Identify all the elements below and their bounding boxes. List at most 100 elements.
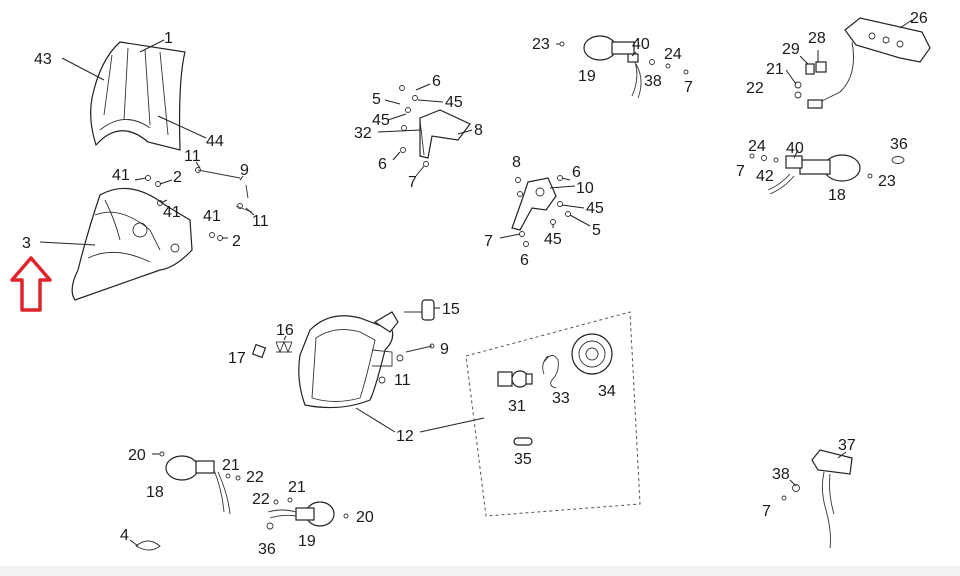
leader-1 — [139, 39, 165, 53]
callout-8: 8 — [474, 122, 483, 139]
callout-31: 31 — [508, 398, 526, 415]
callout-5: 5 — [372, 91, 381, 108]
callout-12: 12 — [396, 428, 414, 445]
callout-21: 21 — [222, 457, 240, 474]
callout-38: 38 — [772, 466, 790, 483]
callout-20: 20 — [356, 509, 374, 526]
clip-33-part — [542, 355, 559, 389]
leader-11b — [245, 207, 255, 216]
callout-7: 7 — [684, 79, 693, 96]
leader-16 — [283, 335, 287, 341]
leader-41a — [134, 177, 147, 181]
callout-10: 10 — [576, 180, 594, 197]
leader-41b — [160, 199, 168, 204]
callout-45: 45 — [372, 112, 390, 129]
leader-5b — [569, 214, 591, 227]
callout-36: 36 — [890, 136, 908, 153]
callout-4: 4 — [120, 527, 129, 544]
callout-29: 29 — [782, 41, 800, 58]
callout-22: 22 — [746, 80, 764, 97]
callout-8: 8 — [512, 154, 521, 171]
callout-40: 40 — [786, 140, 804, 157]
callout-19: 19 — [298, 533, 316, 550]
callout-24: 24 — [748, 138, 766, 155]
leader-11a — [195, 161, 201, 169]
callout-11: 11 — [184, 148, 201, 165]
callout-7: 7 — [484, 233, 493, 250]
callout-2: 2 — [173, 169, 182, 186]
bottom-strip — [0, 566, 960, 576]
callout-33: 33 — [552, 390, 570, 407]
leader-12-a — [355, 407, 396, 433]
leader-4 — [129, 539, 139, 547]
cap-34-part — [571, 333, 613, 375]
leader-40b — [793, 149, 799, 159]
fairing-bolts — [145, 175, 223, 241]
callout-11: 11 — [252, 213, 269, 230]
spring-16-part — [275, 340, 293, 354]
leader-6c — [561, 177, 571, 181]
leader-2a — [159, 179, 173, 185]
callout-40: 40 — [632, 36, 650, 53]
leader-43 — [61, 57, 105, 81]
indicator-19-bottom-part — [266, 497, 349, 530]
bulb-kit-box — [465, 311, 641, 517]
callout-labels: 43 1 44 41 2 41 11 9 11 41 2 3 6 5 45 45… — [22, 10, 928, 558]
callout-41: 41 — [112, 167, 130, 184]
callout-7: 7 — [408, 174, 417, 191]
callout-5: 5 — [592, 222, 601, 239]
callout-18: 18 — [146, 484, 164, 501]
callout-6: 6 — [520, 252, 529, 269]
callout-38: 38 — [644, 73, 662, 90]
callout-1: 1 — [164, 30, 173, 47]
windscreen-part — [90, 41, 186, 151]
leader-3 — [39, 241, 96, 246]
callout-22: 22 — [252, 491, 270, 508]
callout-18: 18 — [828, 187, 846, 204]
leader-45b — [387, 113, 407, 121]
license-light-26-part — [794, 17, 931, 109]
callout-16: 16 — [276, 322, 294, 339]
bracket-10-part — [511, 175, 571, 247]
callout-22: 22 — [246, 469, 264, 486]
highlight-arrow-icon — [10, 256, 52, 312]
leader-6b — [392, 151, 401, 161]
leader-40a — [631, 51, 637, 57]
callout-42: 42 — [756, 168, 774, 185]
callout-9: 9 — [240, 162, 249, 179]
leader-10 — [549, 185, 576, 189]
leader-26 — [899, 19, 913, 29]
leader-7c — [499, 233, 521, 239]
leader-29 — [799, 55, 809, 65]
leader-37 — [837, 451, 847, 459]
callout-2: 2 — [232, 233, 241, 250]
callout-21: 21 — [288, 479, 306, 496]
nut-17-part — [251, 343, 267, 359]
callout-24: 24 — [664, 46, 682, 63]
bulb-31-part — [497, 370, 533, 388]
callout-32: 32 — [354, 125, 372, 142]
callout-23: 23 — [878, 173, 896, 190]
callout-20: 20 — [128, 447, 146, 464]
callout-36: 36 — [258, 541, 276, 558]
indicator-19-top-part — [559, 35, 689, 99]
callout-41: 41 — [163, 204, 181, 221]
callout-45: 45 — [544, 231, 562, 248]
leader-45a — [417, 99, 444, 103]
leader-32 — [377, 129, 421, 133]
leader-9a — [239, 175, 244, 181]
leader-8a — [457, 129, 473, 135]
callout-23: 23 — [532, 36, 550, 53]
leader-6a — [415, 83, 431, 91]
leader-12-b — [419, 417, 485, 433]
callout-34: 34 — [598, 383, 616, 400]
callout-15: 15 — [442, 301, 460, 318]
clamp-4-part — [135, 540, 161, 551]
leader-7a — [415, 165, 425, 177]
leader-5a — [384, 99, 401, 105]
leader-21a — [785, 69, 797, 85]
callout-11: 11 — [394, 372, 411, 389]
leader-44 — [157, 115, 207, 139]
callout-28: 28 — [808, 30, 826, 47]
